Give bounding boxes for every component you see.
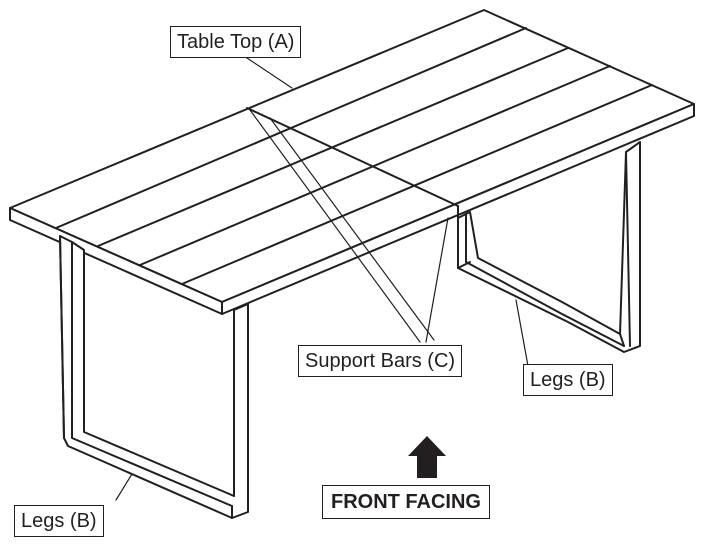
right-leg: [457, 141, 641, 353]
support-bars-label: Support Bars (C): [298, 345, 463, 377]
table-top-label: Table Top (A): [170, 26, 302, 58]
legs-right-label: Legs (B): [523, 364, 613, 396]
legs-left-label: Legs (B): [14, 505, 104, 537]
front-facing-label: FRONT FACING: [322, 485, 490, 519]
table-top: [9, 9, 695, 315]
leader-lines: [115, 55, 529, 501]
left-leg: [59, 235, 249, 519]
up-arrow-icon: [408, 436, 446, 478]
